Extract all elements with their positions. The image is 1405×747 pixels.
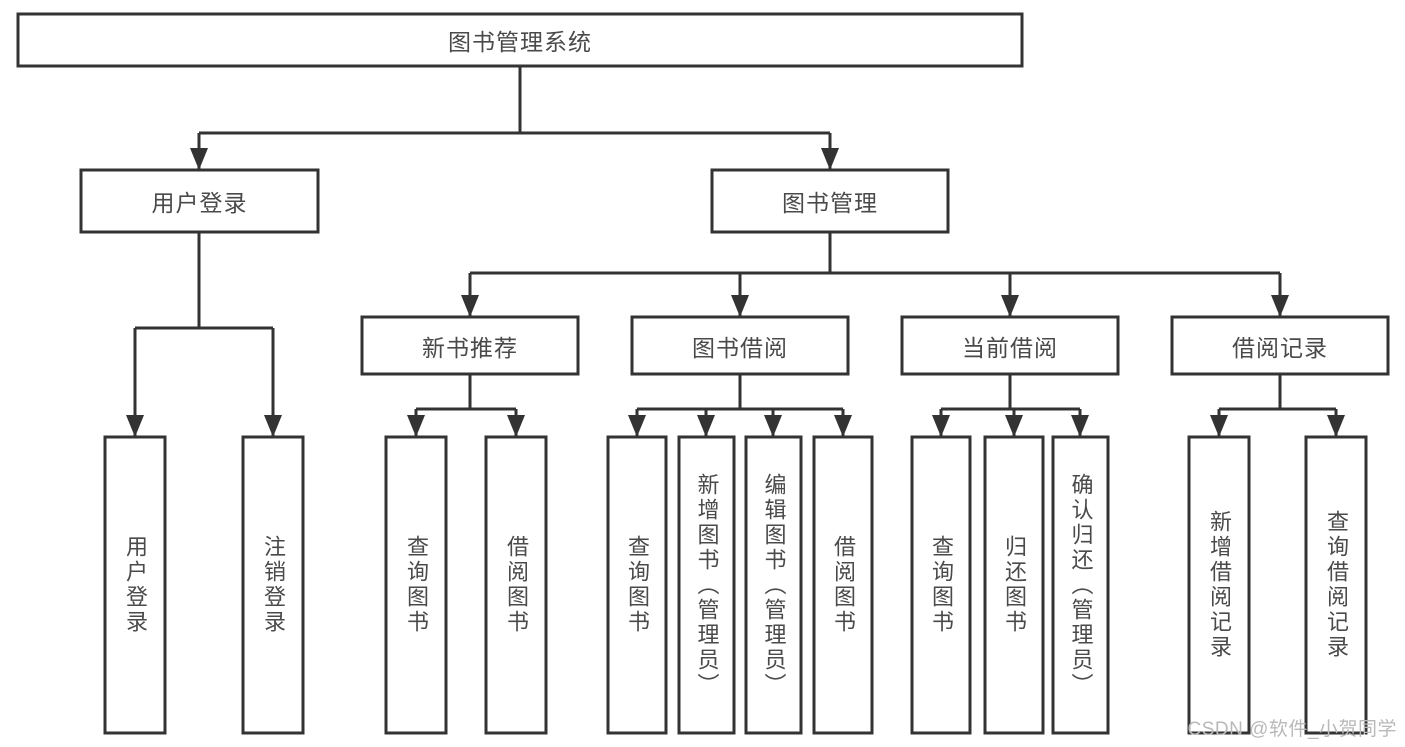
leaf-box-9[interactable] [983,435,1045,735]
current-to-leaves-arrowhead-0 [932,415,950,437]
leaf-box-4[interactable] [606,435,668,735]
root-to-level2-arrowhead-0 [190,148,208,170]
root-to-level2-arrowhead-1 [821,148,839,170]
leaf-box-12[interactable] [1304,435,1368,735]
level3-box-1[interactable] [630,315,850,376]
leaf-box-1[interactable] [241,435,305,735]
current-to-leaves-arrowhead-2 [1071,415,1089,437]
level3-box-3[interactable] [1170,315,1390,376]
records-to-leaves-arrowhead-1 [1327,415,1345,437]
leaf-box-7[interactable] [812,435,874,735]
leaf-box-11[interactable] [1187,435,1251,735]
current-to-leaves-arrowhead-1 [1005,415,1023,437]
level3-box-2[interactable] [900,315,1120,376]
books-to-level3-arrowhead-1 [731,295,749,317]
leaf-box-10[interactable] [1051,435,1110,735]
level2-box-0[interactable] [79,168,320,234]
recommend-to-leaves-arrowhead-0 [407,415,425,437]
recommend-to-leaves-arrowhead-1 [507,415,525,437]
leaf-box-3[interactable] [484,435,548,735]
login-to-leaves-arrowhead-0 [126,415,144,437]
borrow-to-leaves-arrowhead-3 [834,415,852,437]
borrow-to-leaves-arrowhead-1 [697,415,715,437]
leaf-box-2[interactable] [384,435,448,735]
root-box-0[interactable] [16,12,1024,68]
borrow-to-leaves-arrowhead-0 [628,415,646,437]
books-to-level3-arrowhead-3 [1271,295,1289,317]
records-to-leaves-arrowhead-0 [1210,415,1228,437]
boxes-layer [16,12,1390,735]
books-to-level3-arrowhead-0 [461,295,479,317]
books-to-level3-arrowhead-2 [1001,295,1019,317]
leaf-box-6[interactable] [744,435,803,735]
borrow-to-leaves-arrowhead-2 [764,415,782,437]
leaf-box-0[interactable] [103,435,167,735]
leaf-box-8[interactable] [910,435,972,735]
login-to-leaves-arrowhead-1 [264,415,282,437]
connectors-layer [126,66,1345,437]
leaf-box-5[interactable] [677,435,736,735]
level3-box-0[interactable] [360,315,580,376]
level2-box-1[interactable] [710,168,950,234]
